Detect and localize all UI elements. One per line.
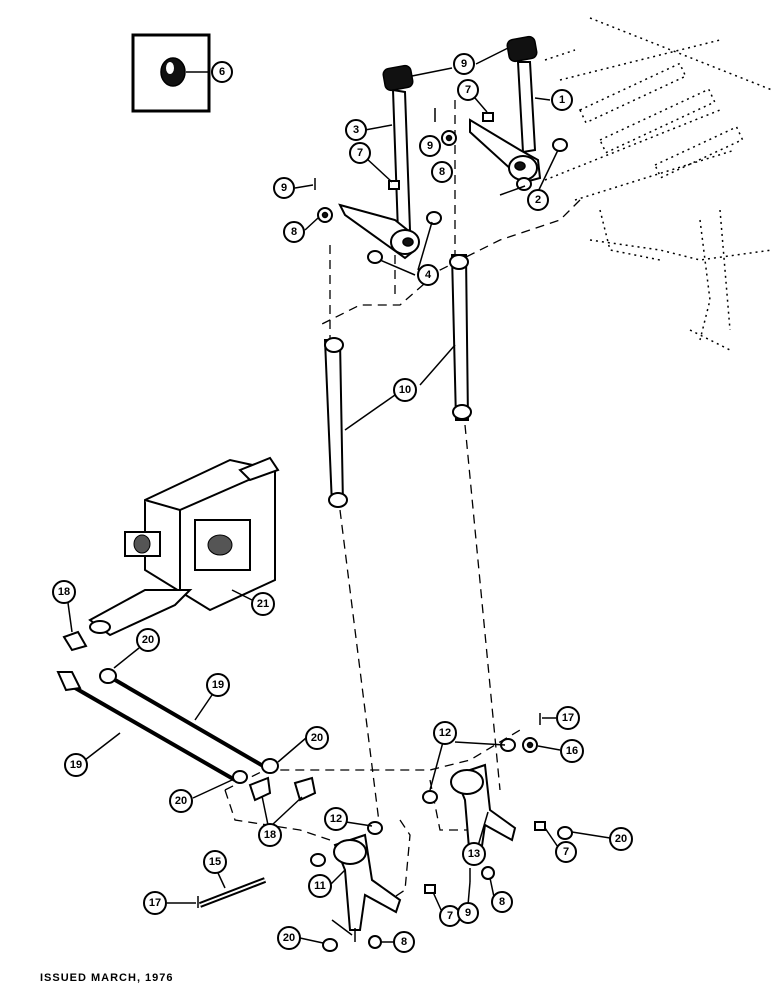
frame-outline — [544, 17, 772, 351]
callout-19: 19 — [64, 753, 88, 777]
svg-text:9: 9 — [281, 182, 287, 194]
svg-text:9: 9 — [427, 140, 433, 152]
svg-text:4: 4 — [425, 269, 432, 281]
lower-levers — [310, 737, 538, 931]
callout-20: 20 — [609, 827, 633, 851]
svg-text:20: 20 — [283, 932, 295, 944]
callout-8: 8 — [431, 161, 453, 183]
svg-text:20: 20 — [175, 795, 187, 807]
callout-7: 7 — [457, 79, 479, 101]
svg-text:6: 6 — [219, 66, 225, 78]
right-control-lever — [469, 61, 542, 184]
svg-text:7: 7 — [465, 84, 471, 96]
svg-text:21: 21 — [257, 598, 269, 610]
svg-text:8: 8 — [401, 936, 407, 948]
svg-text:10: 10 — [399, 384, 411, 396]
callout-19: 19 — [206, 673, 230, 697]
rod-guide-lines — [339, 424, 501, 831]
svg-text:12: 12 — [439, 727, 451, 739]
callout-17: 17 — [143, 891, 167, 915]
svg-text:16: 16 — [566, 745, 578, 757]
svg-text:9: 9 — [465, 907, 471, 919]
callout-6: 6 — [211, 61, 233, 83]
callout-2: 2 — [527, 189, 549, 211]
callout-18: 18 — [52, 580, 76, 604]
svg-text:18: 18 — [58, 586, 70, 598]
svg-text:17: 17 — [149, 897, 161, 909]
svg-text:15: 15 — [209, 856, 221, 868]
callout-21: 21 — [251, 592, 275, 616]
callout-7: 7 — [555, 841, 577, 863]
callout-1: 1 — [551, 89, 573, 111]
callout-12: 12 — [324, 807, 348, 831]
svg-text:13: 13 — [468, 848, 480, 860]
lower-hardware — [197, 713, 573, 952]
callout-15: 15 — [203, 850, 227, 874]
right-lever-knob — [506, 35, 538, 63]
callout-8: 8 — [393, 931, 415, 953]
svg-text:20: 20 — [142, 634, 154, 646]
svg-text:17: 17 — [562, 712, 574, 724]
callout-18: 18 — [258, 823, 282, 847]
svg-text:8: 8 — [291, 226, 297, 238]
callout-20: 20 — [277, 926, 301, 950]
callout-16: 16 — [560, 739, 584, 763]
issued-date-caption: ISSUED MARCH, 1976 — [40, 972, 174, 984]
shift-rods — [56, 630, 317, 802]
svg-text:1: 1 — [559, 94, 565, 106]
left-control-lever — [338, 88, 420, 260]
callout-7: 7 — [439, 905, 461, 927]
callout-20: 20 — [136, 628, 160, 652]
svg-text:8: 8 — [499, 896, 505, 908]
connecting-rods — [323, 254, 472, 508]
svg-text:18: 18 — [264, 829, 276, 841]
svg-text:8: 8 — [439, 166, 445, 178]
svg-text:7: 7 — [357, 147, 363, 159]
callout-20: 20 — [305, 726, 329, 750]
svg-text:12: 12 — [330, 813, 342, 825]
callout-13: 13 — [462, 842, 486, 866]
callout-10: 10 — [393, 378, 417, 402]
control-valve — [88, 456, 280, 637]
callout-9: 9 — [457, 902, 479, 924]
svg-text:7: 7 — [563, 846, 569, 858]
left-lever-knob — [382, 64, 414, 92]
callout-9: 9 — [419, 135, 441, 157]
callout-3: 3 — [345, 119, 367, 141]
svg-text:20: 20 — [615, 833, 627, 845]
svg-text:2: 2 — [535, 194, 541, 206]
upper-hardware — [314, 108, 568, 264]
svg-text:3: 3 — [353, 124, 359, 136]
callout-9: 9 — [453, 53, 475, 75]
inset-box — [131, 33, 211, 113]
callout-9: 9 — [273, 177, 295, 199]
upper-assembly-outline — [319, 100, 581, 340]
svg-text:9: 9 — [461, 58, 467, 70]
svg-text:7: 7 — [447, 910, 453, 922]
callout-7: 7 — [349, 142, 371, 164]
callout-20: 20 — [169, 789, 193, 813]
svg-text:20: 20 — [311, 732, 323, 744]
svg-text:19: 19 — [70, 759, 82, 771]
callout-8: 8 — [491, 891, 513, 913]
callout-8: 8 — [283, 221, 305, 243]
callout-4: 4 — [417, 264, 439, 286]
svg-text:11: 11 — [314, 880, 326, 892]
callout-11: 11 — [308, 874, 332, 898]
callout-17: 17 — [556, 706, 580, 730]
svg-text:19: 19 — [212, 679, 224, 691]
callout-12: 12 — [433, 721, 457, 745]
